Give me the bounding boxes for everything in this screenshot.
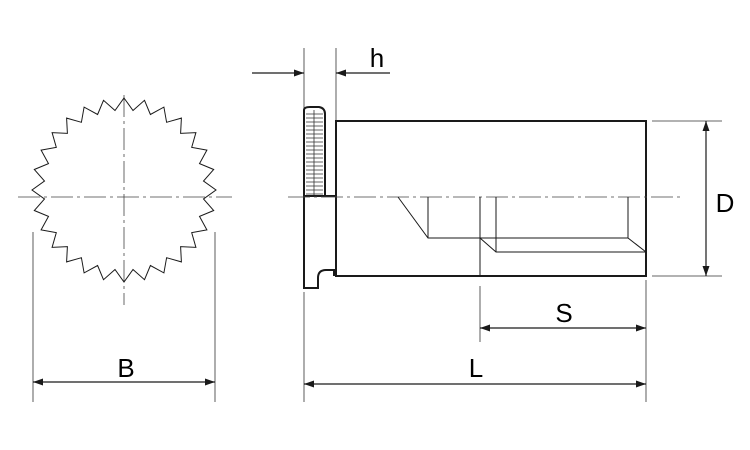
dimension-h: h (252, 43, 390, 120)
knurled-gear-outline (31, 97, 217, 283)
end-view (18, 95, 232, 305)
label-d: D (716, 188, 735, 218)
label-l: L (469, 353, 483, 383)
side-view (288, 106, 680, 289)
dimension-d: D (652, 120, 735, 277)
label-s: S (555, 298, 572, 328)
knurled-head (303, 106, 326, 197)
body-outline (335, 120, 647, 277)
dimension-b: B (32, 232, 216, 402)
dimension-s: S (479, 286, 646, 342)
label-b: B (117, 353, 134, 383)
flange-outline (303, 196, 335, 289)
label-h: h (370, 43, 384, 73)
internal-taper (397, 196, 480, 239)
thread-root-line (480, 237, 647, 253)
thread-chamfer (479, 237, 646, 253)
knurl-texture (306, 110, 323, 196)
dimension-l: L (303, 280, 647, 402)
